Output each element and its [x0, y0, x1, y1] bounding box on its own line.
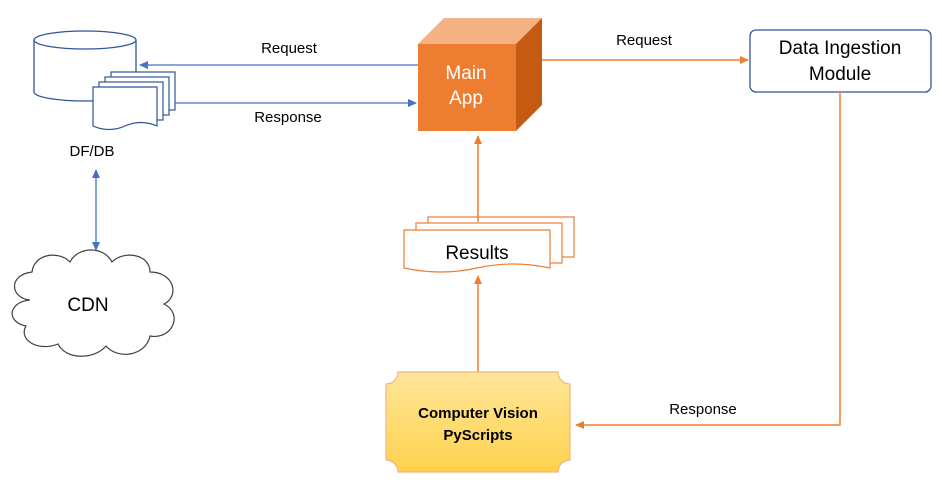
ingestion-label-line1: Data Ingestion — [779, 38, 902, 59]
cv-label-line2: PyScripts — [443, 427, 512, 444]
computer-vision-pyscripts-box — [385, 371, 571, 473]
dfdb-label: DF/DB — [70, 143, 115, 160]
main-app-label-line2: App — [449, 88, 483, 109]
ingestion-to-cv-response-label: Response — [669, 401, 737, 418]
ingestion-to-cv-response-arrow — [575, 92, 841, 429]
app-to-ingestion-request-label: Request — [616, 32, 673, 49]
main-app-label-line1: Main — [445, 63, 486, 84]
db-to-app-response-label: Response — [254, 109, 322, 126]
documents-icon — [92, 71, 176, 131]
app-to-db-request-label: Request — [261, 40, 318, 57]
ingestion-label-line2: Module — [809, 64, 871, 85]
cv-label-line1: Computer Vision — [418, 405, 538, 422]
results-label: Results — [445, 243, 508, 264]
cloud-icon — [11, 249, 175, 357]
main-app-cube — [418, 18, 542, 131]
results-documents — [403, 216, 575, 273]
cdn-label: CDN — [67, 295, 108, 316]
